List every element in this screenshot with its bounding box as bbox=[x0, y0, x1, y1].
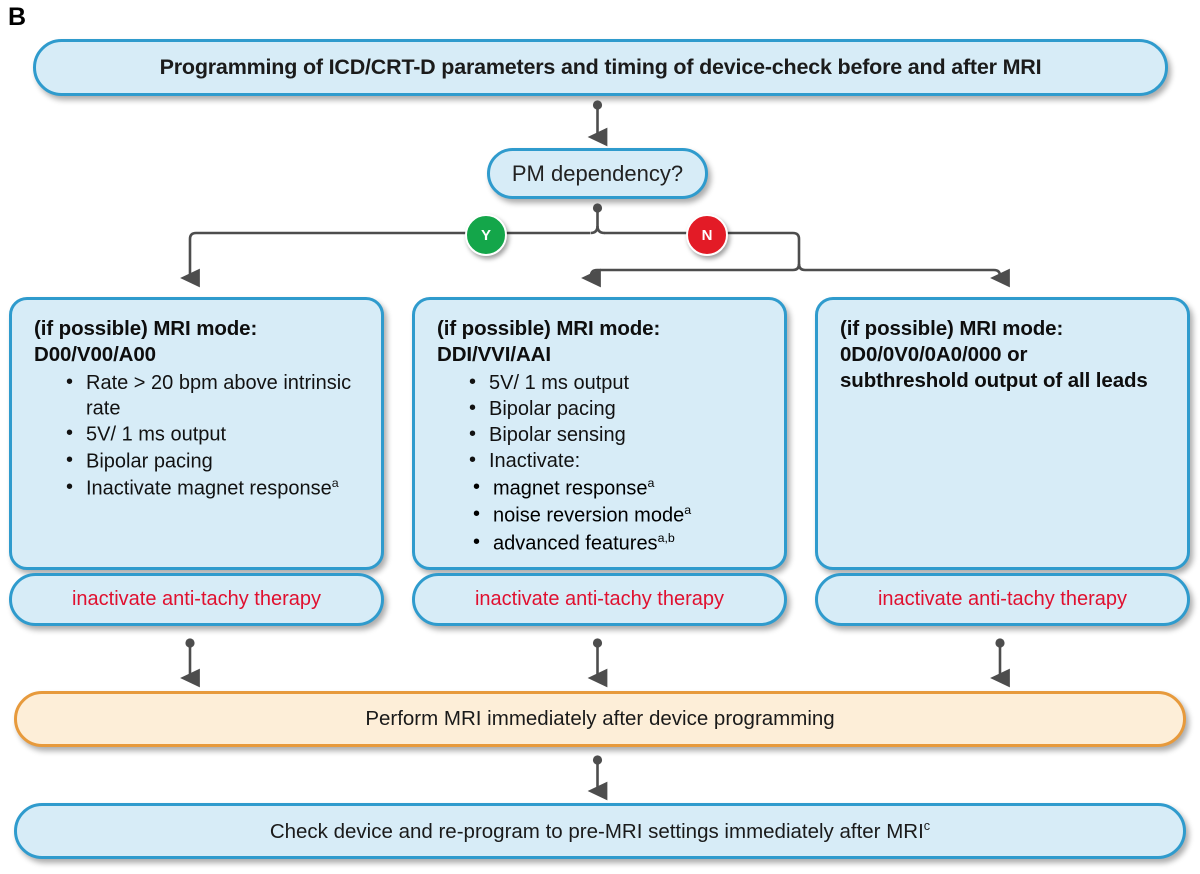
tachy-box-right: inactivate anti-tachy therapy bbox=[815, 573, 1190, 626]
branch-badge-yes: Y bbox=[465, 214, 507, 256]
bullet-superscript: a,b bbox=[657, 530, 675, 545]
list-item: Inactivate magnet responsea bbox=[64, 475, 367, 502]
mode-box-middle: (if possible) MRI mode: DDI/VVI/AAI 5V/ … bbox=[412, 297, 787, 570]
check-device-box: Check device and re-program to pre-MRI s… bbox=[14, 803, 1186, 859]
bullet-text: Rate > 20 bpm above intrinsic rate bbox=[86, 371, 352, 420]
list-item: advanced featuresa,b bbox=[473, 529, 770, 557]
list-item: noise reversion modea bbox=[473, 501, 770, 529]
mode-box-right-title-line2: 0D0/0V0/0A0/000 or bbox=[840, 342, 1028, 366]
branch-badge-no: N bbox=[686, 214, 728, 256]
mode-box-middle-title-line2: DDI/VVI/AAI bbox=[437, 342, 551, 366]
tachy-box-left: inactivate anti-tachy therapy bbox=[9, 573, 384, 626]
bullet-text: noise reversion mode bbox=[493, 504, 685, 527]
branch-badge-yes-label: Y bbox=[480, 226, 491, 244]
mode-box-middle-sub-bullets: magnet responsea noise reversion modea a… bbox=[437, 474, 770, 557]
bullet-text: 5V/ 1 ms output bbox=[86, 423, 227, 446]
perform-mri-text: Perform MRI immediately after device pro… bbox=[365, 707, 835, 730]
bullet-text: Bipolar pacing bbox=[86, 450, 213, 473]
check-device-label: Check device and re-program to pre-MRI s… bbox=[269, 819, 924, 843]
bullet-text: Inactivate: bbox=[489, 449, 581, 472]
bullet-text: magnet response bbox=[493, 477, 648, 500]
mode-box-right-title-line1: (if possible) MRI mode: bbox=[840, 317, 1064, 340]
decision-text: PM dependency? bbox=[511, 160, 684, 186]
mode-box-left-title-line2: D00/V00/A00 bbox=[34, 342, 156, 366]
mode-box-middle-title-line1: (if possible) MRI mode: bbox=[437, 317, 661, 340]
mode-box-right-title: (if possible) MRI mode: 0D0/0V0/0A0/000 … bbox=[840, 316, 1173, 393]
tachy-box-middle: inactivate anti-tachy therapy bbox=[412, 573, 787, 626]
tachy-box-right-text: inactivate anti-tachy therapy bbox=[877, 588, 1128, 610]
bullet-text: 5V/ 1 ms output bbox=[489, 371, 630, 394]
decision-node-pm-dependency: PM dependency? bbox=[487, 148, 708, 199]
mode-box-middle-bullets: 5V/ 1 ms output Bipolar pacing Bipolar s… bbox=[437, 370, 770, 474]
check-device-superscript: c bbox=[923, 818, 931, 834]
branch-badge-no-label: N bbox=[701, 226, 713, 244]
bullet-superscript: a bbox=[647, 475, 655, 490]
list-item: 5V/ 1 ms output bbox=[64, 421, 367, 448]
bullet-text: advanced features bbox=[493, 532, 658, 555]
mode-box-left: (if possible) MRI mode: D00/V00/A00 Rate… bbox=[9, 297, 384, 570]
mode-box-left-title-line1: (if possible) MRI mode: bbox=[34, 317, 258, 340]
list-item: Inactivate: bbox=[467, 448, 770, 474]
tachy-box-middle-text: inactivate anti-tachy therapy bbox=[474, 588, 725, 610]
mode-box-middle-title: (if possible) MRI mode: DDI/VVI/AAI bbox=[437, 316, 770, 368]
perform-mri-box: Perform MRI immediately after device pro… bbox=[14, 691, 1186, 747]
list-item: Bipolar pacing bbox=[64, 448, 367, 475]
bullet-text: Inactivate magnet response bbox=[86, 477, 332, 500]
check-device-text: Check device and re-program to pre-MRI s… bbox=[270, 818, 930, 844]
header-box: Programming of ICD/CRT-D parameters and … bbox=[33, 39, 1168, 96]
mode-box-left-title: (if possible) MRI mode: D00/V00/A00 bbox=[34, 316, 367, 368]
bullet-text: Bipolar pacing bbox=[489, 397, 616, 420]
list-item: Bipolar pacing bbox=[467, 396, 770, 422]
list-item: 5V/ 1 ms output bbox=[467, 370, 770, 396]
panel-letter: B bbox=[8, 3, 27, 31]
mode-box-right-title-line3: subthreshold output of all leads bbox=[840, 368, 1148, 392]
header-text: Programming of ICD/CRT-D parameters and … bbox=[159, 55, 1042, 79]
mode-box-right: (if possible) MRI mode: 0D0/0V0/0A0/000 … bbox=[815, 297, 1190, 570]
bullet-superscript: a bbox=[331, 475, 339, 490]
bullet-superscript: a bbox=[684, 503, 692, 518]
list-item: magnet responsea bbox=[473, 474, 770, 502]
mode-box-left-bullets: Rate > 20 bpm above intrinsic rate 5V/ 1… bbox=[34, 370, 367, 502]
tachy-box-left-text: inactivate anti-tachy therapy bbox=[71, 588, 322, 610]
list-item: Rate > 20 bpm above intrinsic rate bbox=[64, 370, 367, 422]
bullet-text: Bipolar sensing bbox=[489, 423, 626, 446]
list-item: Bipolar sensing bbox=[467, 422, 770, 448]
